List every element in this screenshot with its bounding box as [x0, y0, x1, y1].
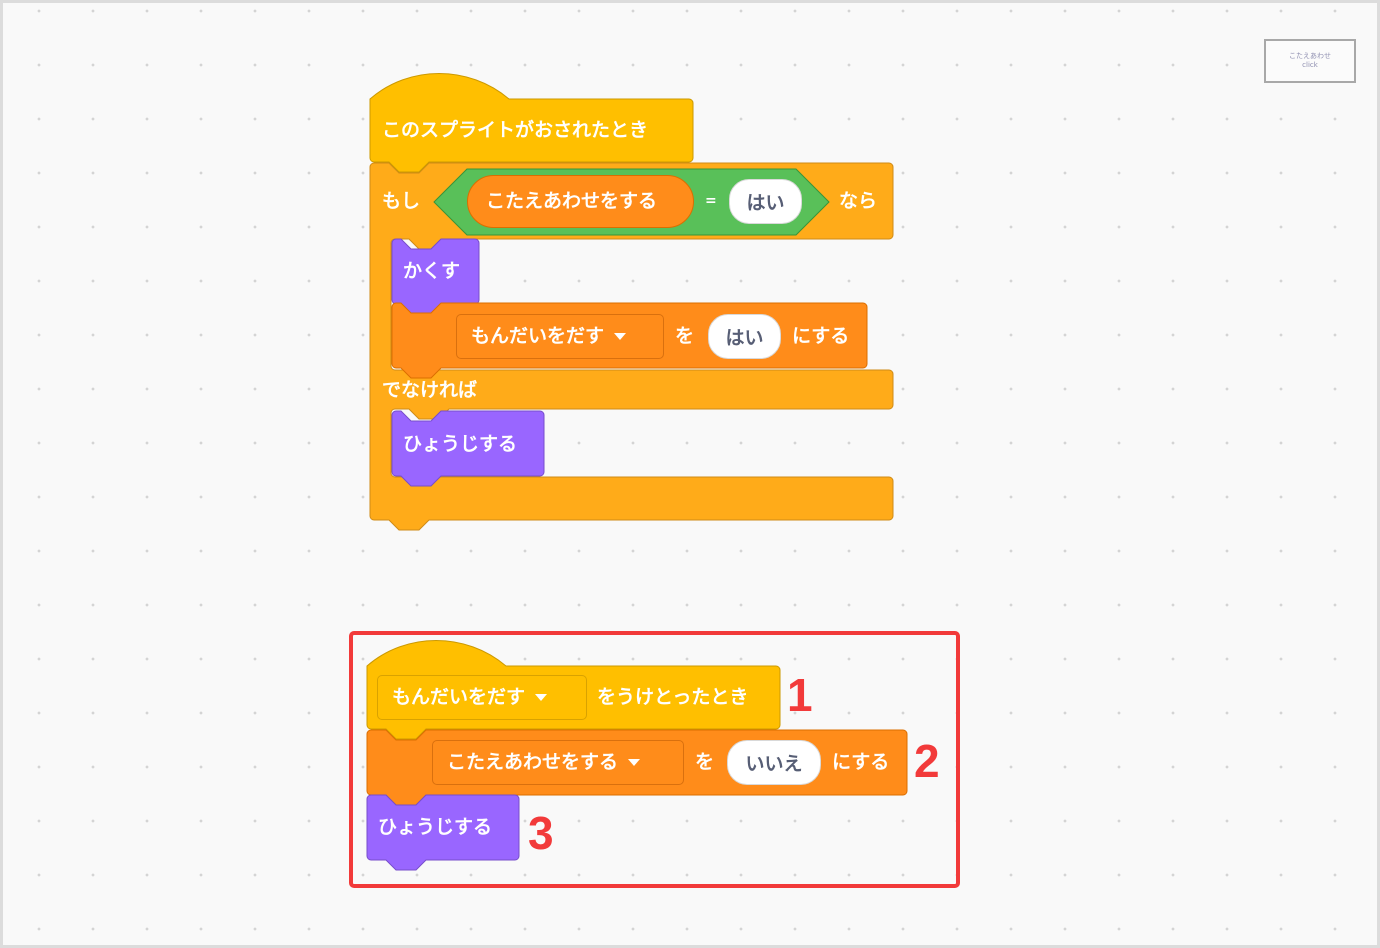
show-label: ひょうじする [403, 433, 518, 455]
equals-sign: = [705, 193, 717, 209]
variable-reporter-answer-check[interactable]: こたえあわせをする [467, 175, 694, 228]
answer-check-button[interactable]: こたえあわせ click [1264, 39, 1356, 83]
set-value-input-2[interactable]: いいえ [727, 740, 821, 785]
show-block-shape-2[interactable] [366, 794, 522, 874]
hat-block-shape[interactable] [369, 73, 697, 173]
answer-check-sublabel: click [1302, 61, 1318, 69]
show-label-2: ひょうじする [378, 816, 493, 838]
annotation-1: 1 [787, 669, 813, 721]
variable-dropdown-label: もんだいをだす [471, 325, 605, 347]
answer-check-label: こたえあわせ [1289, 51, 1331, 60]
message-dropdown[interactable]: もんだいをだす [377, 675, 587, 720]
chevron-down-icon [614, 333, 627, 340]
hide-label: かくす [403, 260, 461, 282]
receive-suffix-label: をうけとったとき [597, 686, 749, 708]
then-label: なら [839, 190, 878, 212]
annotation-3: 3 [528, 807, 554, 859]
variable-dropdown-label-2: こたえあわせをする [447, 751, 619, 773]
else-label: でなければ [382, 379, 478, 401]
variable-dropdown-2[interactable]: こたえあわせをする [432, 740, 684, 785]
set-suffix-label: にする [792, 325, 850, 347]
hat-label: このスプライトがおされたとき [382, 119, 649, 141]
highlight-box [349, 631, 960, 888]
annotation-2: 2 [914, 735, 940, 787]
variable-dropdown[interactable]: もんだいをだす [456, 314, 664, 359]
set-of-label-2: を [695, 751, 715, 773]
if-else-block-shape[interactable] [369, 162, 896, 534]
set-of-label: を [675, 325, 695, 347]
chevron-down-icon [628, 759, 641, 766]
chevron-down-icon [535, 694, 548, 701]
set-suffix-label-2: にする [832, 751, 890, 773]
message-dropdown-label: もんだいをだす [392, 686, 526, 708]
equals-value-input[interactable]: はい [729, 179, 802, 224]
set-value-input[interactable]: はい [708, 314, 781, 359]
variable-reporter-label: こたえあわせをする [486, 190, 658, 212]
if-label: もし [382, 190, 421, 212]
show-block-shape[interactable] [391, 410, 547, 490]
